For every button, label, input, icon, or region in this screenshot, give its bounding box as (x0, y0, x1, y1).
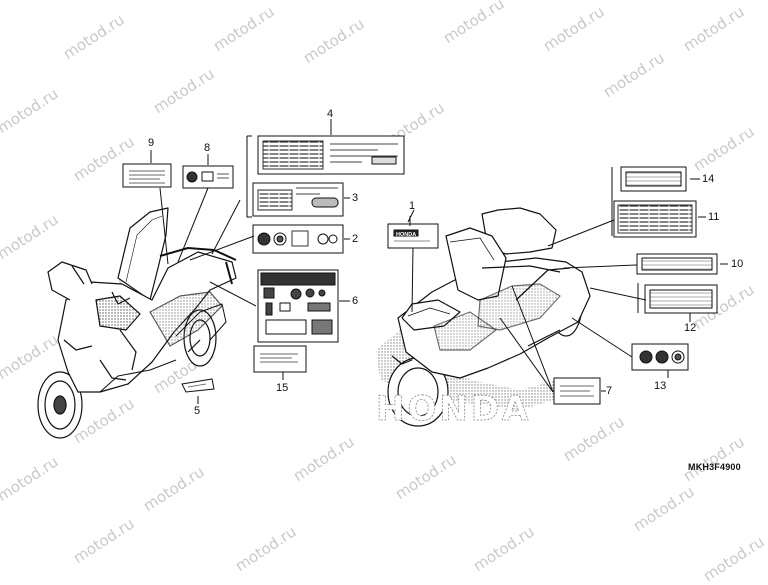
label-15 (253, 345, 307, 373)
callout-3: 3 (352, 192, 359, 204)
callout-1: 1 (409, 200, 416, 212)
callout-12: 12 (684, 322, 697, 334)
callout-2: 2 (352, 233, 359, 245)
diagram-code: MKH3F4900 (688, 462, 741, 472)
callout-14: 14 (702, 173, 715, 185)
callout-5: 5 (194, 405, 201, 417)
left-scooter (37, 207, 237, 439)
brand-wordmark: HONDA (376, 389, 531, 429)
callout-10: 10 (731, 258, 744, 270)
callout-7: 7 (606, 385, 613, 397)
callout-13: 13 (654, 380, 667, 392)
right-scooter: HONDA (376, 207, 591, 429)
callout-4: 4 (327, 108, 334, 120)
label-brackets (246, 135, 639, 313)
callout-6: 6 (352, 295, 359, 307)
callout-8: 8 (204, 142, 211, 154)
label-1-logo: HONDA (396, 232, 416, 238)
callout-15: 15 (276, 382, 289, 394)
callout-9: 9 (148, 137, 155, 149)
leader-lines (150, 119, 728, 404)
callout-11: 11 (708, 211, 720, 223)
